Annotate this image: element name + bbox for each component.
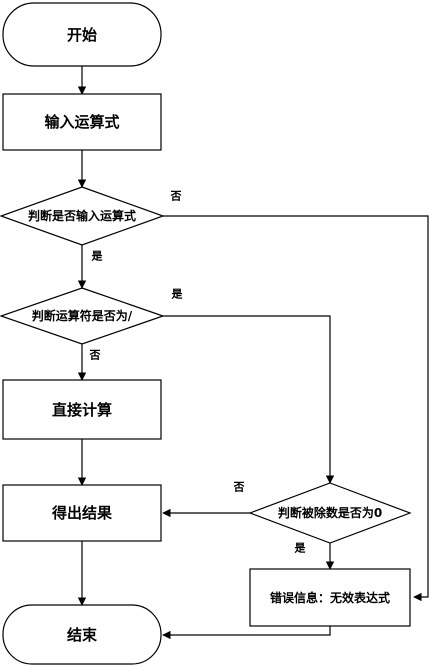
check-input-decision	[0, 186, 165, 246]
edge-label-check-input-no: 否	[170, 190, 182, 203]
end-label: 结束	[67, 626, 98, 644]
check-operator-label: 判断运算符是否为/	[32, 308, 133, 323]
check-divisor-decision	[248, 482, 412, 544]
input-expression-box	[2, 93, 162, 151]
direct-calculation-label: 直接计算	[52, 401, 112, 419]
check-input-label: 判断是否输入运算式	[28, 208, 136, 223]
direct-calculation-box	[2, 379, 162, 440]
edge-label-check-input-yes: 是	[91, 250, 104, 263]
get-result-box	[2, 484, 162, 542]
start-label: 开始	[67, 26, 97, 44]
start-terminal	[2, 2, 162, 67]
edge-label-check-divisor-yes: 是	[294, 542, 307, 555]
error-message-box	[249, 568, 411, 627]
error-message-label: 错误信息：无效表达式	[270, 590, 390, 605]
check-operator-decision	[0, 287, 165, 345]
edge-error-to-end	[162, 626, 331, 640]
end-terminal	[2, 604, 162, 665]
edge-check-operator-yes	[163, 315, 335, 484]
get-result-label: 得出结果	[51, 504, 113, 522]
edge-label-check-operator-no: 否	[89, 349, 101, 362]
edge-check-input-no	[163, 215, 429, 602]
edge-label-check-divisor-no: 否	[233, 481, 245, 494]
edge-label-check-operator-yes: 是	[171, 288, 184, 301]
input-expression-label: 输入运算式	[44, 113, 119, 131]
check-divisor-label: 判断被除数是否为0	[278, 505, 382, 520]
